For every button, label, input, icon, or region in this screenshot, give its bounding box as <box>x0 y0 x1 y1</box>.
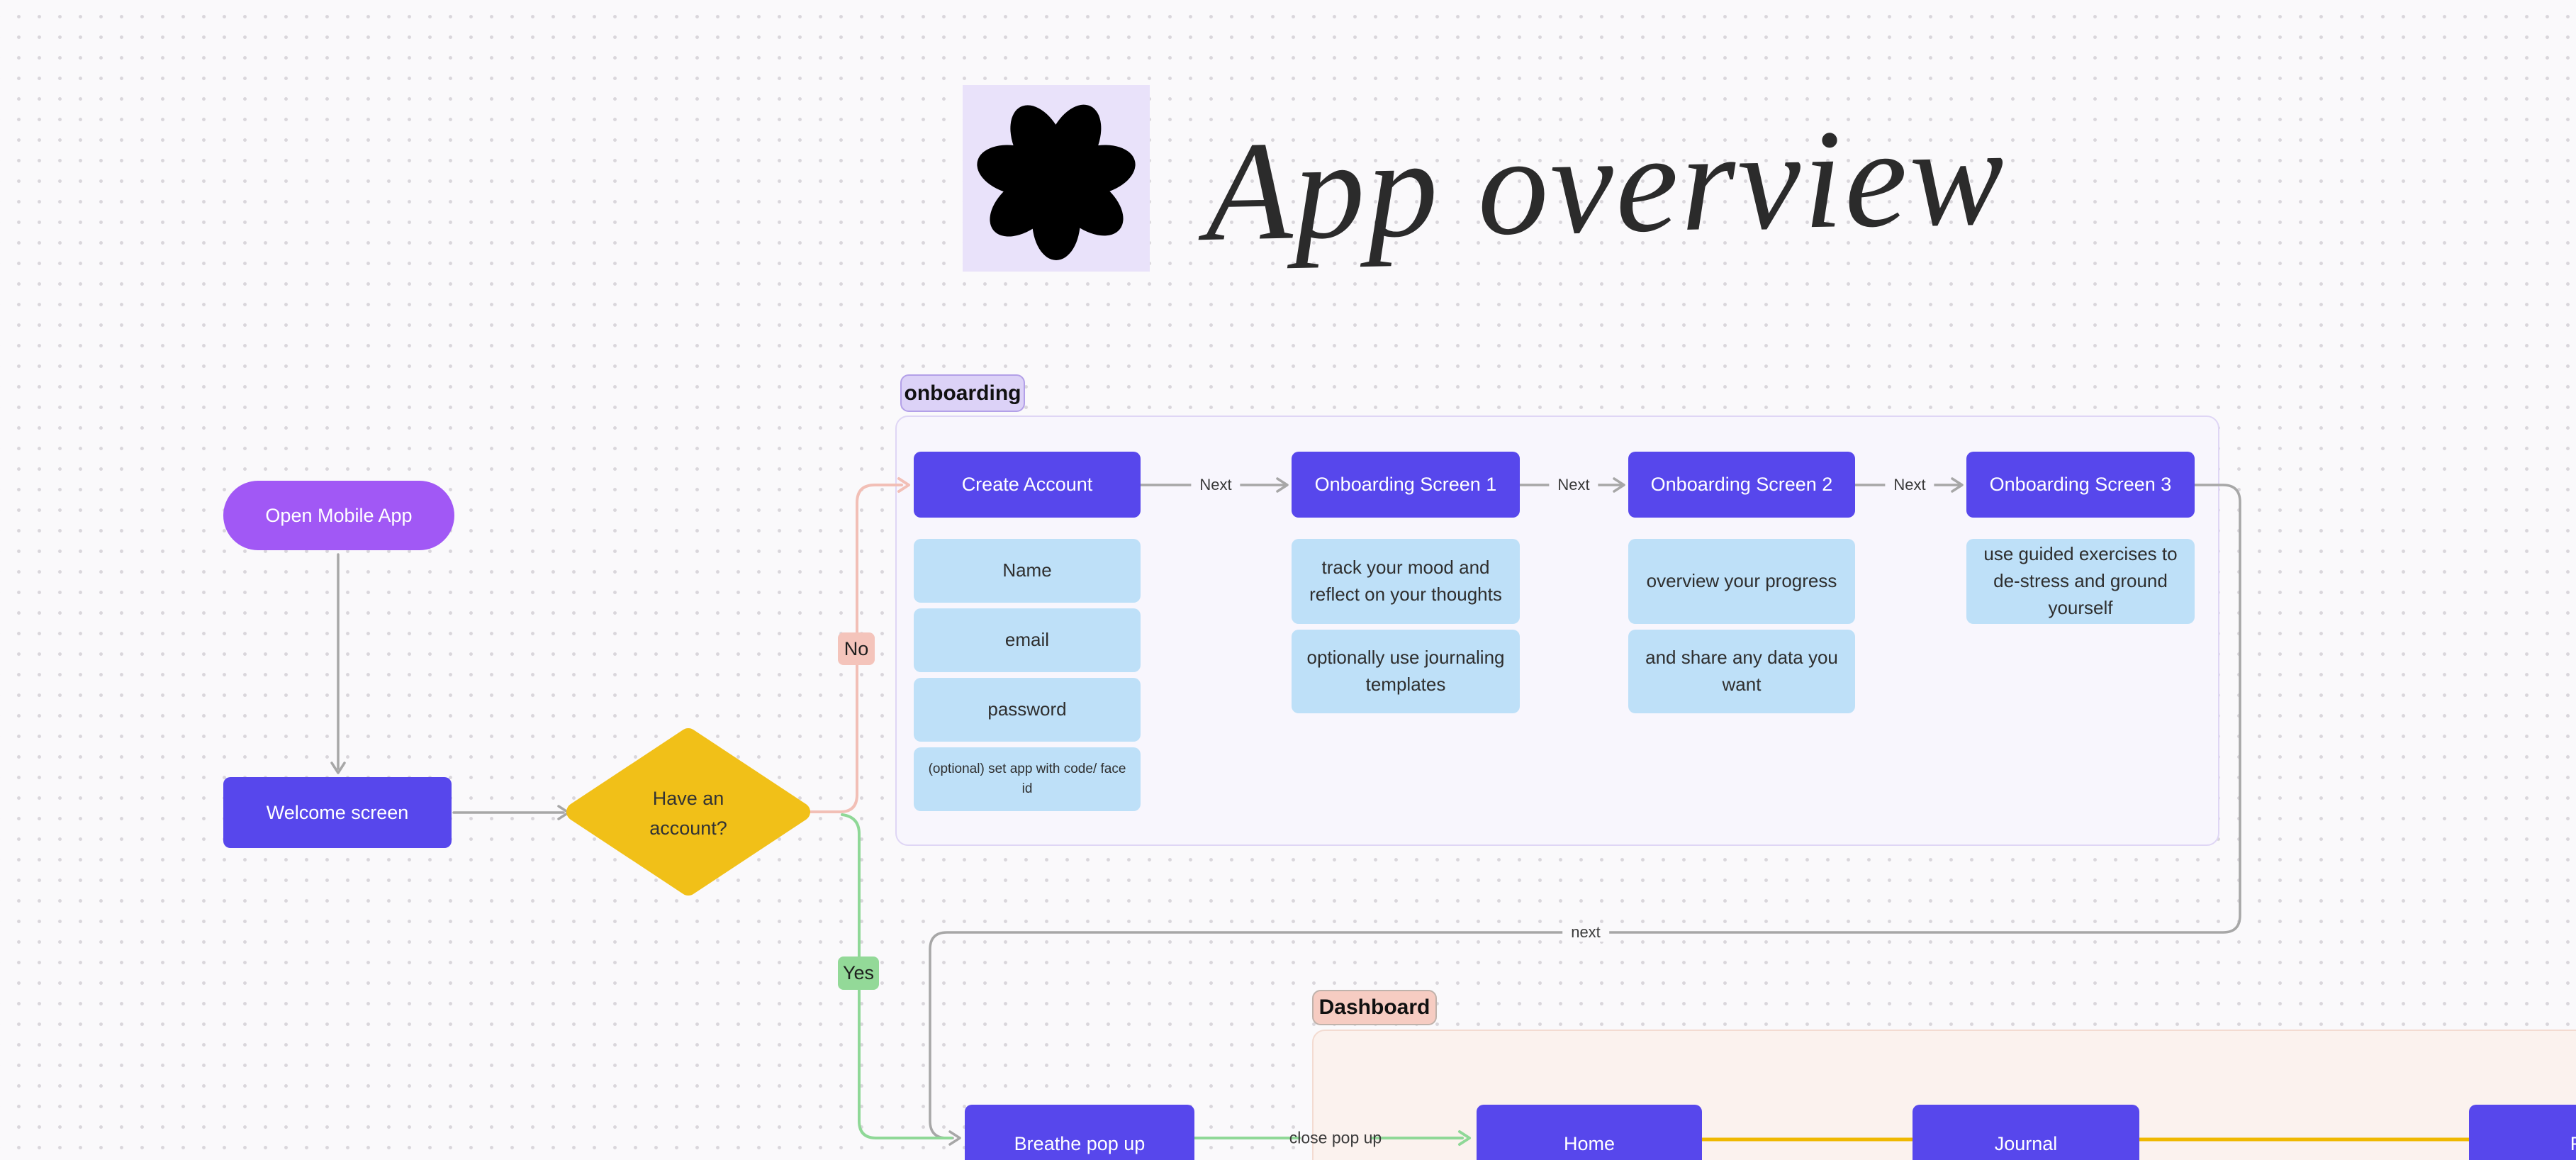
node-onboarding-screen-1[interactable]: Onboarding Screen 1 <box>1292 452 1520 518</box>
connector-label-next-3[interactable]: Next <box>1885 476 1934 494</box>
page-title: App overview <box>1203 96 2008 271</box>
node-label: Re <box>2570 1133 2576 1155</box>
item-journaling-templates[interactable]: optionally use journaling templates <box>1292 630 1520 713</box>
node-breathe-pop-up[interactable]: Breathe pop up <box>965 1105 1194 1160</box>
node-journal[interactable]: Journal <box>1913 1105 2139 1160</box>
onboarding-section-badge[interactable]: onboarding <box>900 374 1025 412</box>
node-onboarding-screen-2[interactable]: Onboarding Screen 2 <box>1628 452 1855 518</box>
item-name[interactable]: Name <box>914 539 1141 603</box>
item-share-data[interactable]: and share any data you want <box>1628 630 1855 713</box>
connector-label-next-1[interactable]: Next <box>1191 476 1241 494</box>
node-label: Onboarding Screen 3 <box>1989 474 2172 495</box>
node-home[interactable]: Home <box>1477 1105 1702 1160</box>
item-optional-code[interactable]: (optional) set app with code/ face id <box>914 747 1141 811</box>
item-label: password <box>987 698 1067 720</box>
connector-label-next-flow[interactable]: next <box>1562 923 1609 942</box>
node-label: Onboarding Screen 2 <box>1650 474 1833 495</box>
item-label: overview your progress <box>1646 570 1837 592</box>
item-track-mood[interactable]: track your mood and reflect on your thou… <box>1292 539 1520 624</box>
item-label: Name <box>1002 559 1052 581</box>
node-welcome-screen[interactable]: Welcome screen <box>223 777 452 848</box>
item-guided-exercises[interactable]: use guided exercises to de-stress and gr… <box>1966 539 2195 624</box>
yes-branch-label[interactable]: Yes <box>838 957 879 990</box>
item-label: (optional) set app with code/ face id <box>928 762 1126 796</box>
connector-label-close-pop-up[interactable]: close pop up <box>1289 1128 1382 1147</box>
onboarding-badge-label: onboarding <box>904 381 1021 405</box>
node-open-mobile-app[interactable]: Open Mobile App <box>223 481 454 550</box>
flower-icon <box>977 104 1136 260</box>
node-create-account[interactable]: Create Account <box>914 452 1141 518</box>
yes-label-text: Yes <box>842 962 875 983</box>
node-label: Open Mobile App <box>265 504 413 526</box>
connector-label-next-2[interactable]: Next <box>1549 476 1598 494</box>
node-label: Home <box>1563 1132 1615 1154</box>
node-label: Breathe pop up <box>1014 1132 1146 1154</box>
node-label: Onboarding Screen 1 <box>1314 474 1497 495</box>
item-label: optionally use journaling templates <box>1306 647 1505 695</box>
node-label: Create Account <box>961 474 1093 495</box>
no-label-text: No <box>844 637 869 659</box>
node-resources-clipped[interactable]: Re <box>2469 1105 2576 1160</box>
decision-diamond[interactable] <box>560 722 819 903</box>
decision-label: Have an account? <box>649 788 727 839</box>
item-overview-progress[interactable]: overview your progress <box>1628 539 1855 624</box>
item-label: and share any data you want <box>1645 647 1838 695</box>
item-email[interactable]: email <box>914 608 1141 672</box>
item-password[interactable]: password <box>914 678 1141 742</box>
item-label: track your mood and reflect on your thou… <box>1309 557 1502 605</box>
node-label: Journal <box>1994 1132 2058 1154</box>
no-branch-label[interactable]: No <box>838 632 875 665</box>
item-label: email <box>1004 629 1050 651</box>
title-tile[interactable] <box>963 85 1150 272</box>
dashboard-section-badge[interactable]: Dashboard <box>1312 990 1437 1025</box>
dashboard-badge-label: Dashboard <box>1318 996 1430 1019</box>
node-label: Welcome screen <box>266 801 409 823</box>
item-label: use guided exercises to de-stress and gr… <box>1983 543 2178 618</box>
node-onboarding-screen-3[interactable]: Onboarding Screen 3 <box>1966 452 2195 518</box>
